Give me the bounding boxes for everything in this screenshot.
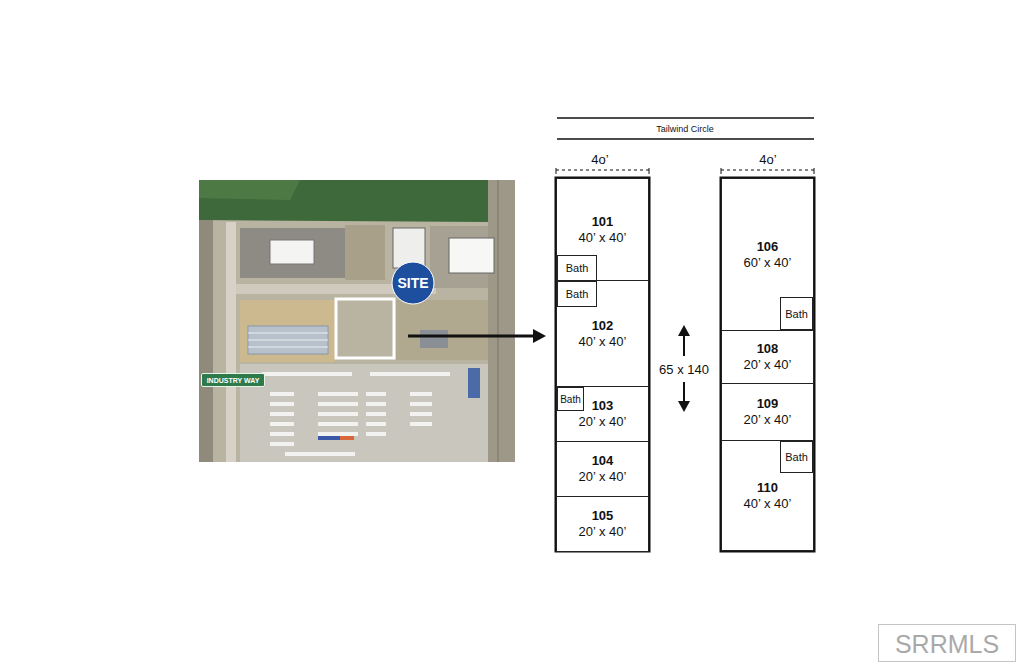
unit-box: 10140’ x 40’ Bath	[556, 178, 649, 281]
unit-size: 40’ x 40’	[579, 334, 627, 350]
dimension-arrow	[683, 334, 685, 356]
unit-number: 103	[592, 398, 614, 414]
bathroom-box: Bath	[557, 387, 584, 411]
street-name: INDUSTRY WAY	[207, 377, 260, 384]
arrow-head	[678, 325, 690, 336]
unit-size: 60’ x 40’	[744, 255, 792, 271]
dimension-line	[556, 169, 649, 170]
trailer	[340, 436, 354, 440]
lot	[240, 300, 335, 362]
watermark: SRRMLS	[895, 630, 999, 659]
watermark-frame	[879, 625, 1016, 662]
arrow-head	[678, 401, 690, 412]
unit-box: 10320’ x 40’ Bath	[556, 386, 649, 442]
solar-rows	[248, 333, 328, 347]
unit-number: 109	[757, 396, 779, 412]
lot	[345, 225, 385, 280]
unit-box: 11040’ x 40’ Bath	[721, 440, 814, 551]
lot	[396, 300, 488, 360]
dimension-line	[721, 169, 814, 170]
unit-number: 101	[592, 214, 614, 230]
bath-label: Bath	[566, 262, 589, 274]
unit-size: 40’ x 40’	[744, 496, 792, 512]
bath-label: Bath	[566, 288, 589, 300]
unit-size: 20’ x 40’	[744, 412, 792, 428]
unit-size: 20’ x 40’	[579, 469, 627, 485]
dimension-label: 4o’	[759, 152, 776, 167]
unit-size: 20’ x 40’	[579, 524, 627, 540]
unit-number: 108	[757, 341, 779, 357]
field	[199, 180, 515, 222]
street-line	[557, 117, 814, 119]
bathroom-box: Bath	[557, 281, 597, 307]
bath-label: Bath	[560, 394, 581, 405]
bath-label: Bath	[785, 451, 808, 463]
left-strip	[199, 220, 213, 462]
equipment	[420, 330, 448, 348]
dimension-tick	[556, 168, 557, 174]
unit-number: 104	[592, 453, 614, 469]
parking-lot	[240, 228, 345, 278]
dimension-label: 65 x 140	[656, 361, 712, 378]
aerial-photo	[199, 180, 515, 462]
bathroom-box: Bath	[780, 441, 813, 473]
site-outline	[336, 299, 394, 358]
unit-box: 10520’ x 40’	[556, 496, 649, 552]
field	[199, 180, 300, 200]
site-marker: SITE	[391, 261, 435, 305]
road	[226, 222, 236, 462]
unit-size: 40’ x 40’	[579, 230, 627, 246]
unit-box: 10820’ x 40’	[721, 330, 814, 384]
dimension-tick	[721, 168, 722, 174]
arrow-head	[533, 329, 546, 343]
unit-box: 10920’ x 40’	[721, 383, 814, 441]
building	[270, 240, 314, 264]
dimension-tick	[649, 168, 650, 174]
unit-number: 102	[592, 318, 614, 334]
unit-box: 10240’ x 40’ Bath	[556, 280, 649, 387]
site-label: SITE	[397, 275, 428, 291]
unit-box: 10420’ x 40’	[556, 441, 649, 497]
unit-size: 20’ x 40’	[744, 357, 792, 373]
unit-box: 10660’ x 40’ Bath	[721, 178, 814, 331]
trailer	[468, 368, 480, 398]
trailer-lot	[240, 364, 488, 462]
trailers	[262, 372, 450, 456]
building-outline	[556, 178, 649, 551]
dimension-tick	[814, 168, 815, 174]
street-name: Tailwind Circle	[656, 124, 714, 134]
unit-number: 105	[592, 508, 614, 524]
dimension-label: 4o’	[591, 152, 608, 167]
bath-label: Bath	[785, 308, 808, 320]
rail	[498, 180, 499, 462]
pointer-arrow	[408, 335, 536, 338]
street-tag: INDUSTRY WAY	[201, 373, 265, 387]
rail-strip	[488, 180, 515, 462]
unit-number: 110	[757, 480, 778, 496]
trailer	[318, 436, 340, 440]
solar-array	[248, 326, 328, 354]
building-outline	[721, 178, 814, 551]
unit-size: 20’ x 40’	[579, 414, 627, 430]
bathroom-box: Bath	[557, 255, 597, 281]
street-line	[557, 138, 814, 140]
dimension-arrow	[683, 382, 685, 403]
building	[449, 238, 494, 273]
bathroom-box: Bath	[780, 297, 813, 330]
unit-number: 106	[757, 239, 779, 255]
